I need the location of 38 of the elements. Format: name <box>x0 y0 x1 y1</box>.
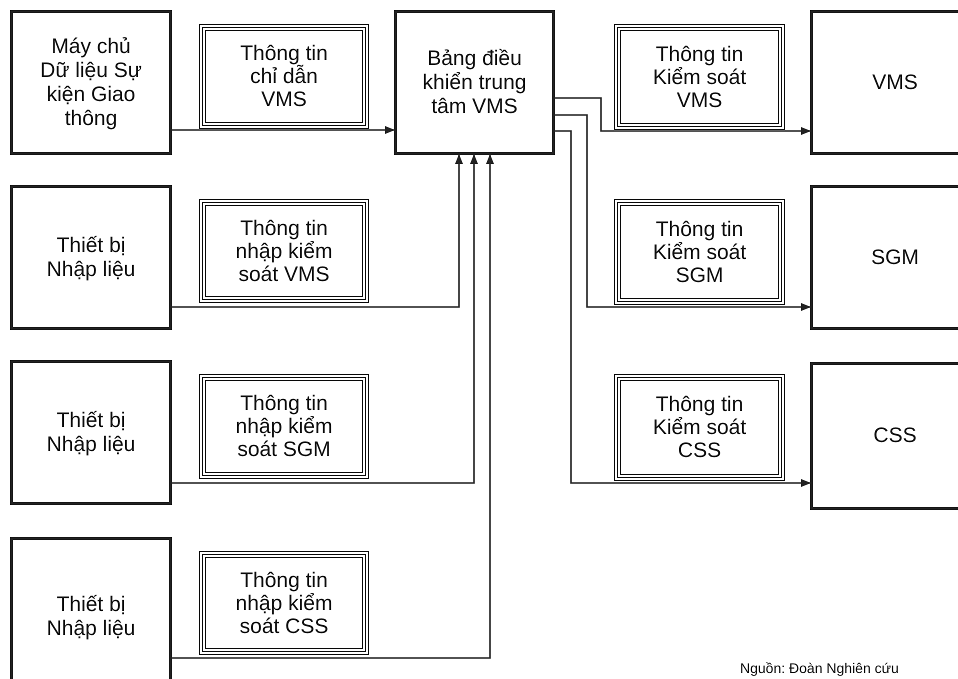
process-box <box>394 10 555 155</box>
node-label: Bảng điều khiển trung tâm VMS <box>422 46 528 118</box>
info-box <box>202 377 366 476</box>
node-label: Thiết bị Nhập liệu <box>46 234 136 282</box>
info-box <box>617 202 782 302</box>
node-label: CSS <box>873 424 917 448</box>
source-note: Nguồn: Đoàn Nghiên cứu <box>740 660 899 676</box>
info-box <box>202 27 366 126</box>
info-box <box>617 377 782 478</box>
arrow <box>172 154 463 308</box>
arrow <box>555 130 811 487</box>
info-box <box>617 27 782 127</box>
node-label: Thiết bị Nhập liệu <box>46 408 136 456</box>
process-box <box>10 537 172 679</box>
node-label: Thông tin nhập kiểm soát CSS <box>234 568 334 638</box>
process-box <box>10 360 172 505</box>
process-box <box>10 10 172 155</box>
node-label: Máy chủ Dữ liệu Sự kiện Giao thông <box>39 34 143 130</box>
node-label: Thông tin nhập kiểm soát SGM <box>234 392 334 461</box>
node-label: Thông tin Kiểm soát VMS <box>652 42 748 112</box>
node-label: SGM <box>871 246 919 270</box>
node-label: Thông tin Kiểm soát SGM <box>652 218 748 286</box>
node-label: Thông tin chỉ dẫn VMS <box>239 42 329 111</box>
process-box <box>10 185 172 330</box>
arrow <box>555 114 811 311</box>
node-label: Thông tin Kiểm soát CSS <box>652 393 748 462</box>
process-box <box>810 362 958 510</box>
info-box <box>202 554 366 652</box>
arrow <box>172 126 395 134</box>
arrow <box>555 97 811 135</box>
arrow <box>172 154 494 659</box>
arrow <box>172 154 478 484</box>
info-box <box>202 202 366 300</box>
node-label: Thiết bị Nhập liệu <box>46 593 136 641</box>
process-box <box>810 10 958 155</box>
node-label: Thông tin nhập kiểm soát VMS <box>234 216 334 286</box>
process-box <box>810 185 958 330</box>
node-label: VMS <box>872 70 918 94</box>
